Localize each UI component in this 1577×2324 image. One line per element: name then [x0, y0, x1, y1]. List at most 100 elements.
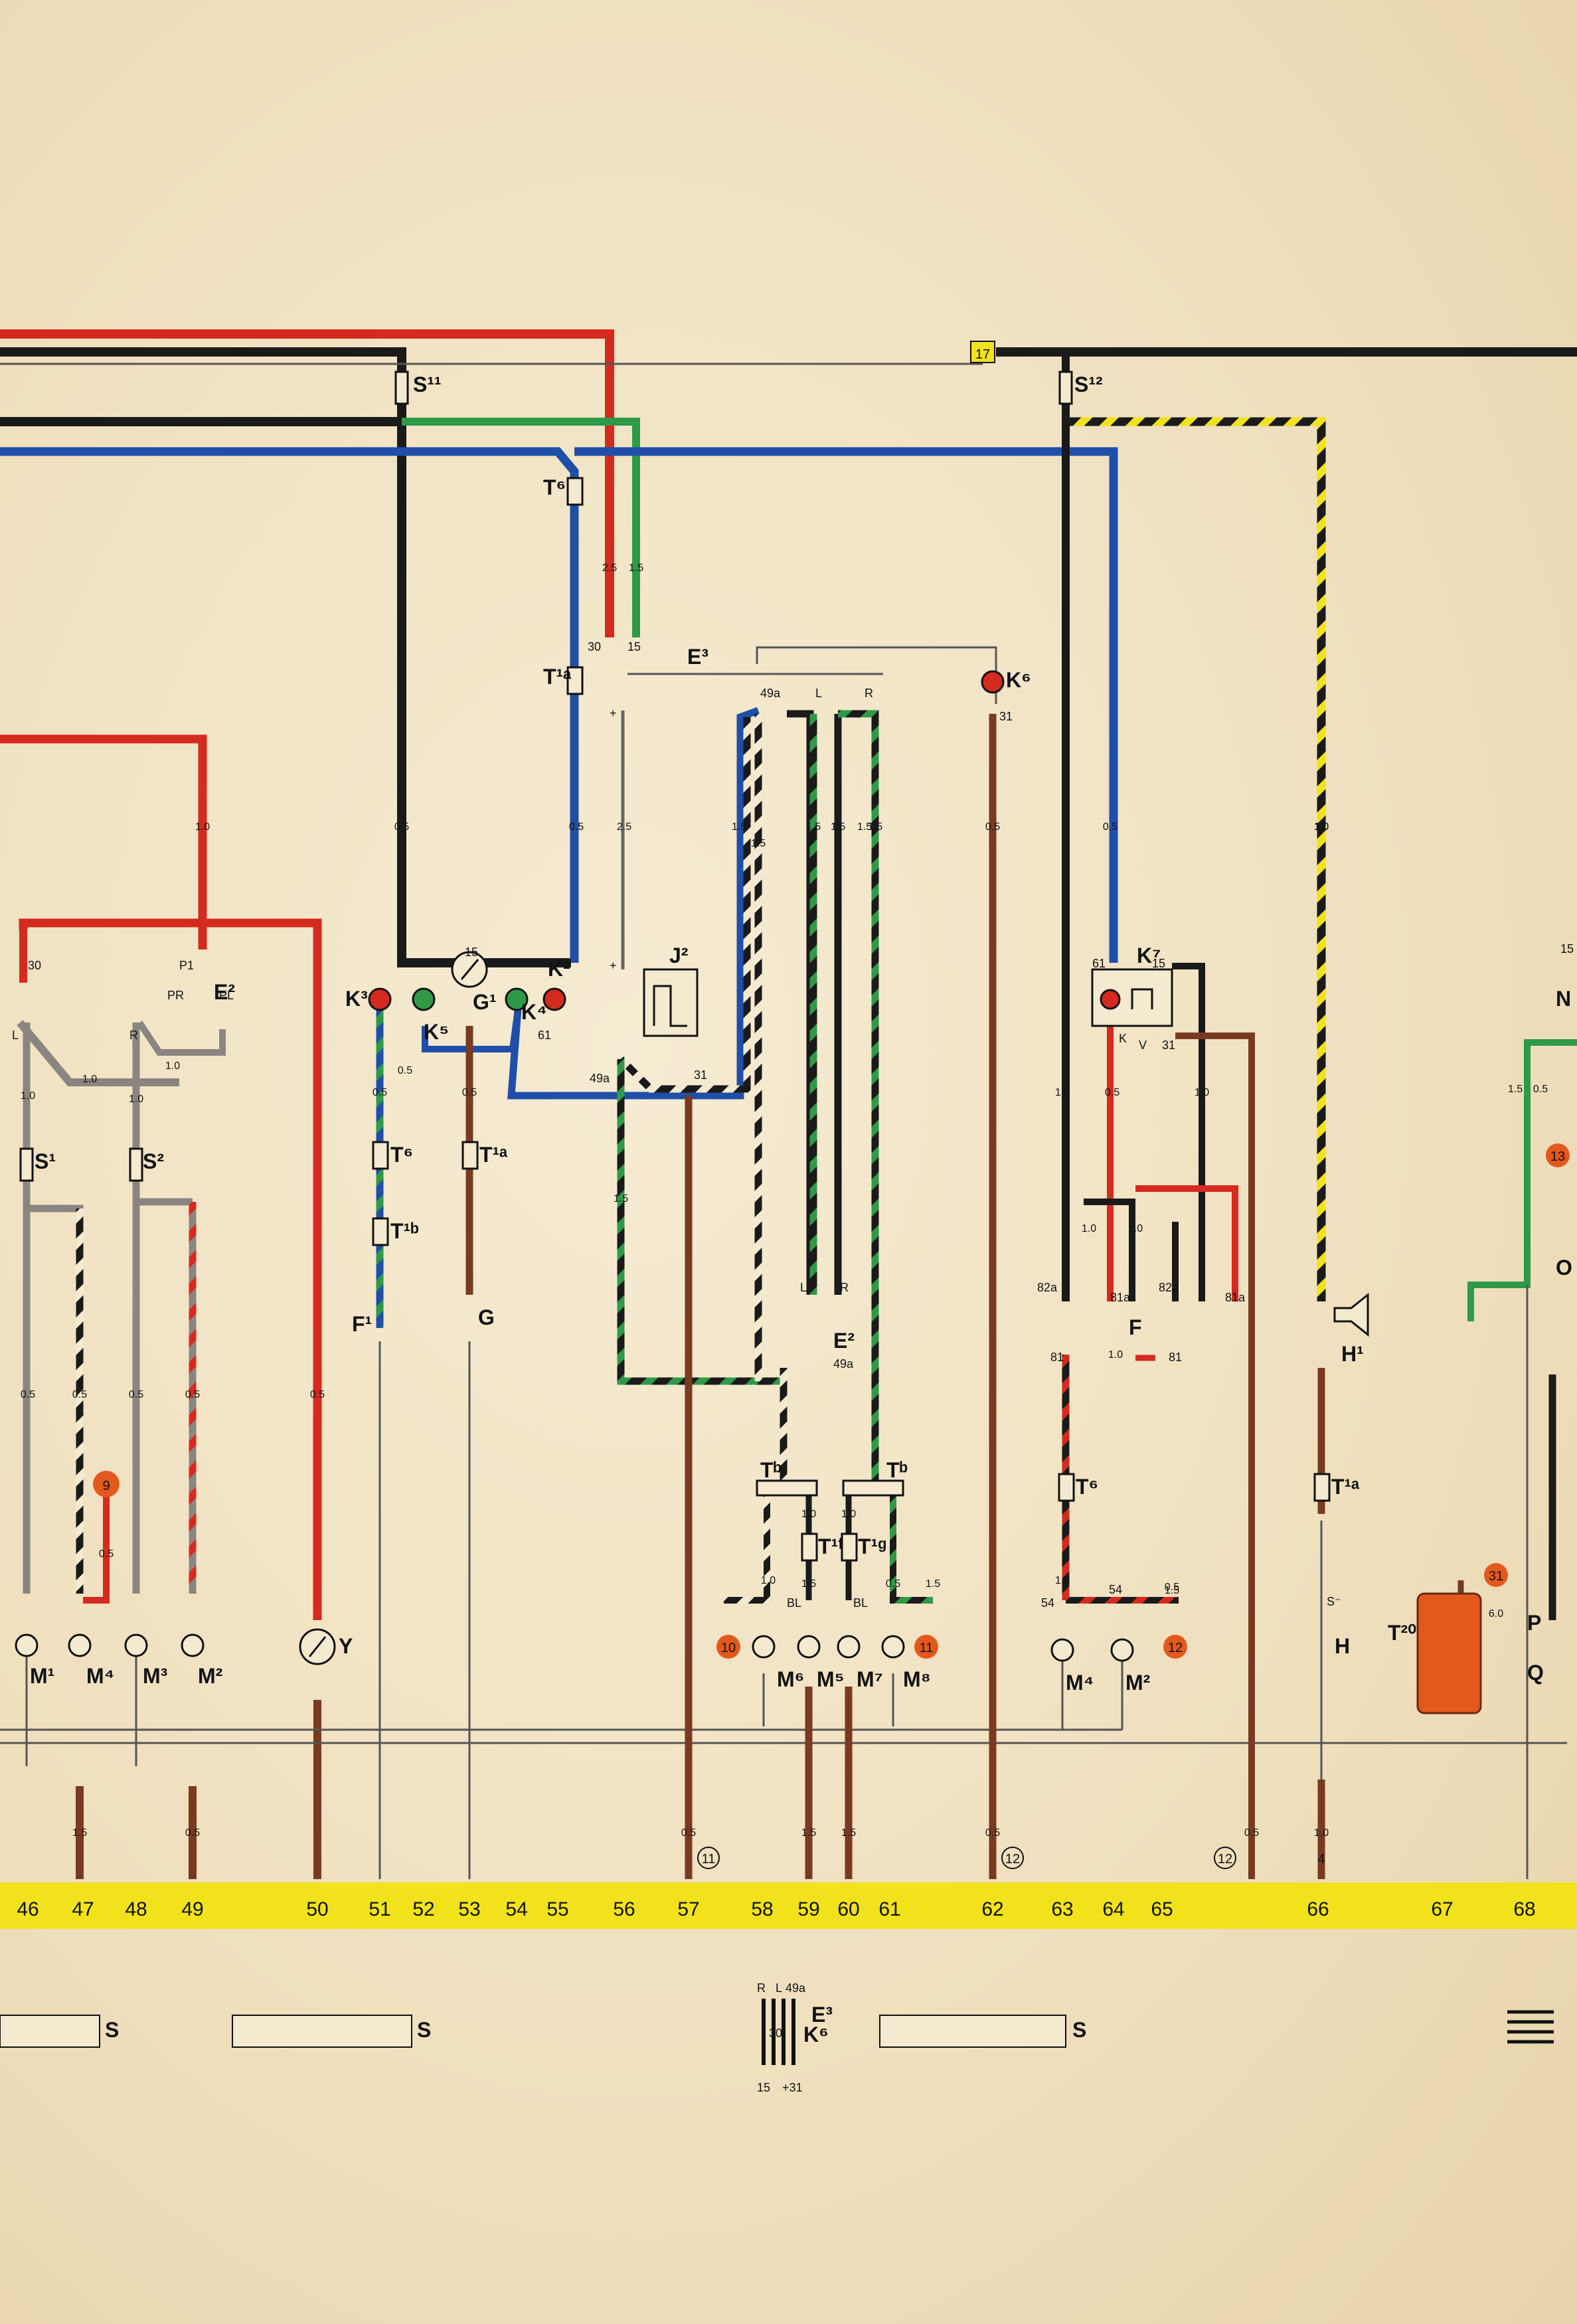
terminal-t15-mid: 15: [465, 946, 478, 959]
wire-gauge-label: 1.5: [614, 1193, 628, 1204]
column-number: 50: [306, 1898, 328, 1920]
wire-bkwh-e3: [618, 717, 751, 1093]
wire-gauge-label: 0.5: [1244, 1827, 1259, 1839]
component-ref-t1a-right: T¹ᵃ: [1331, 1475, 1359, 1499]
wire-grey-s1: [23, 1023, 84, 1594]
component-ref-h1: H¹: [1341, 1342, 1364, 1366]
component-ref-h: H: [1335, 1634, 1350, 1658]
terminal-t81a-r: 81a: [1225, 1291, 1246, 1304]
column-number: 65: [1151, 1898, 1173, 1920]
component-ref-s-a: S: [105, 2018, 119, 2042]
terminal-t81-l: 81: [1050, 1351, 1064, 1364]
middle-wires: [376, 646, 997, 1879]
terminal-bottom-30: 30: [769, 2027, 782, 2040]
wire-gauge-label: 1.0: [841, 1509, 856, 1520]
wire-e3-bracket: [756, 646, 997, 704]
terminal-t31-mid: 31: [694, 1068, 707, 1082]
lamp-k7: [1100, 989, 1121, 1010]
terminal-l-left: L: [12, 1029, 19, 1042]
connector-t6-right: [1058, 1473, 1075, 1502]
component-ref-t1b: T¹ᵇ: [390, 1219, 419, 1243]
wire-gauge-label: 0.5: [569, 821, 584, 833]
connector-t1a-right: [1313, 1473, 1331, 1502]
component-ref-m2: M²: [198, 1664, 222, 1688]
circled-ref: [1001, 1847, 1024, 1869]
column-number: 66: [1307, 1898, 1329, 1920]
column-number: 52: [412, 1898, 434, 1920]
wire-gauge-label: 0.5: [985, 1827, 1000, 1839]
wire-gauge-label: 1.0: [1055, 1575, 1070, 1586]
terminal-t82a-r: 82a: [1159, 1281, 1179, 1294]
terminal-bottom-l: L: [776, 1981, 782, 1995]
left-wires: [0, 734, 1567, 1879]
wire-gauge-label: 1.5: [72, 1827, 87, 1839]
wire-gauge-label: 1.0: [21, 1090, 35, 1102]
component-ref-m2-right: M²: [1125, 1671, 1150, 1695]
terminal-t49a-mid: 49a: [590, 1072, 610, 1085]
wire-gauge-label: 0.5: [185, 1827, 200, 1839]
terminal-t81a-l: 81a: [1110, 1291, 1131, 1304]
connection-marker: 9: [102, 1479, 110, 1493]
wire-gauge-label: 0.5: [985, 821, 1000, 833]
component-ref-k4: K⁴: [521, 1000, 547, 1024]
wire-red-f: [1135, 1185, 1238, 1301]
wire-black-top: [0, 347, 571, 967]
connection-marker: 12: [1218, 1852, 1232, 1867]
wire-grey-left: [17, 1020, 179, 1086]
component-ref-g1: G¹: [473, 990, 497, 1014]
wire-gauge-label: 1.0: [1314, 1827, 1329, 1839]
column-number: 59: [797, 1898, 819, 1920]
wire-green-n: [1467, 1039, 1577, 1321]
wire-gauge-label: 1.5: [801, 1578, 816, 1590]
terminal-bottom-31: +31: [782, 2081, 803, 2094]
component-ref-n: N: [1556, 987, 1571, 1011]
component-ref-f: F: [1129, 1315, 1142, 1339]
lamps: [15, 1633, 1134, 1662]
connection-marker: 12: [1005, 1852, 1020, 1867]
wire-blue-bottom: [507, 706, 760, 1100]
component-ref-o: O: [1556, 1256, 1572, 1280]
component-ref-s-b: S: [417, 2018, 431, 2042]
terminal-plus-b: +: [610, 959, 617, 972]
wire-gauge-label: 1.0: [801, 1509, 816, 1520]
wire-gauge-label: 0.5: [185, 1389, 200, 1400]
column-number: 61: [878, 1898, 900, 1920]
wire-blue-right: [574, 447, 1118, 963]
connector-t1a-mid: [461, 1141, 479, 1170]
wire-red-left: [19, 918, 322, 1620]
wire-gauge-label: 0.5: [373, 1087, 387, 1098]
wire-gauge-label: 1.5: [732, 821, 746, 833]
component-ref-s-c: S: [1072, 2018, 1086, 2042]
column-number: 48: [125, 1898, 147, 1920]
component-ref-p: P: [1527, 1611, 1541, 1635]
component-ref-m1: M¹: [30, 1664, 54, 1688]
column-number: 63: [1051, 1898, 1073, 1920]
component-ref-m5: M⁵: [817, 1667, 845, 1691]
wire-gauge-label: 1.5: [1508, 1084, 1523, 1095]
wire-gauge-label: 1.0: [1314, 821, 1329, 833]
column-number: 56: [613, 1898, 635, 1920]
connection-marker: 12: [1168, 1641, 1183, 1655]
connection-marker: 13: [1550, 1149, 1565, 1164]
connector-t1a-top: [566, 666, 584, 695]
top-bus-wires: [0, 329, 1577, 1301]
terminal-t31-k6: 31: [999, 710, 1013, 723]
component-ref-m4: M⁴: [86, 1664, 114, 1688]
column-number: 46: [17, 1898, 39, 1920]
terminal-bottom-r: R: [757, 1981, 766, 1995]
lamp-k3: [368, 987, 392, 1011]
terminal-t61-mid: 61: [538, 1029, 551, 1042]
terminal-pr: PR: [167, 989, 184, 1002]
wire-gauge-label: 1.0: [165, 1060, 180, 1072]
component-ref-y: Y: [339, 1634, 353, 1658]
wire-gauge-label: 0.5: [310, 1389, 325, 1400]
wire-gauge-label: 0.5: [394, 821, 409, 833]
wire-black-f: [1084, 1199, 1135, 1301]
wire-gauge-label: 0.5: [681, 1827, 696, 1839]
component-ref-t1a-top: T¹ᵃ: [543, 665, 571, 689]
wire-gauge-label: 1.0: [1314, 821, 1329, 833]
connection-marker: 11: [702, 1852, 716, 1867]
column-number: 47: [72, 1898, 94, 1920]
column-number: 68: [1513, 1898, 1535, 1920]
wire-gauge-label: 1.5: [806, 821, 821, 833]
